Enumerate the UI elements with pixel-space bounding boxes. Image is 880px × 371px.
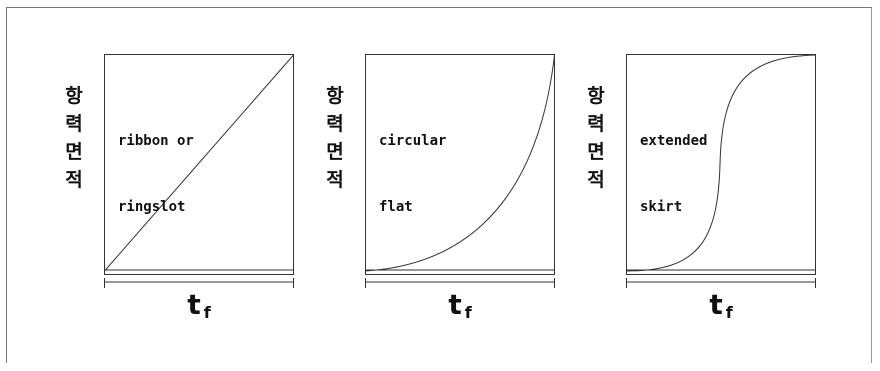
y-label-char: 력 xyxy=(587,113,605,135)
x-label-subscript: f xyxy=(725,303,733,322)
y-axis-label: 항 력 면 적 xyxy=(584,82,608,194)
y-label-char: 면 xyxy=(587,141,605,163)
canopy-label-line: skirt xyxy=(640,199,683,215)
y-label-char: 항 xyxy=(65,85,83,107)
y-label-char: 력 xyxy=(65,113,83,135)
inflation-curve xyxy=(104,54,294,272)
canopy-label-line: flat xyxy=(379,199,413,215)
y-label-char: 력 xyxy=(326,113,344,135)
figure-frame xyxy=(6,7,872,363)
y-label-char: 면 xyxy=(326,141,344,163)
canopy-label-line: extended xyxy=(640,133,708,149)
canopy-type-label: ribbon or ringslot xyxy=(118,86,194,262)
x-label-subscript: f xyxy=(464,303,472,322)
canopy-label-line: circular xyxy=(379,133,447,149)
y-axis-label: 항 력 면 적 xyxy=(323,82,347,194)
plot-svg xyxy=(626,54,816,288)
x-label-main: t xyxy=(709,288,723,321)
plot-box xyxy=(626,54,816,275)
y-axis-label: 항 력 면 적 xyxy=(62,82,86,194)
x-label-subscript: f xyxy=(203,303,211,322)
inflation-curve xyxy=(365,54,555,272)
x-label-main: t xyxy=(448,288,462,321)
y-label-char: 항 xyxy=(587,85,605,107)
plot-svg xyxy=(104,54,294,288)
inflation-curve xyxy=(626,54,816,272)
y-label-char: 적 xyxy=(587,169,605,191)
canopy-type-label: extended skirt xyxy=(640,86,707,262)
y-label-char: 적 xyxy=(326,169,344,191)
canopy-type-label: circular flat xyxy=(379,86,446,262)
x-label-main: t xyxy=(187,288,201,321)
y-label-char: 적 xyxy=(65,169,83,191)
plot-box xyxy=(365,54,555,275)
y-label-char: 항 xyxy=(326,85,344,107)
plot-svg xyxy=(365,54,555,288)
plot-box xyxy=(104,54,294,275)
y-label-char: 면 xyxy=(65,141,83,163)
canopy-label-line: ringslot xyxy=(118,199,186,215)
canopy-label-line: ribbon or xyxy=(118,133,194,149)
